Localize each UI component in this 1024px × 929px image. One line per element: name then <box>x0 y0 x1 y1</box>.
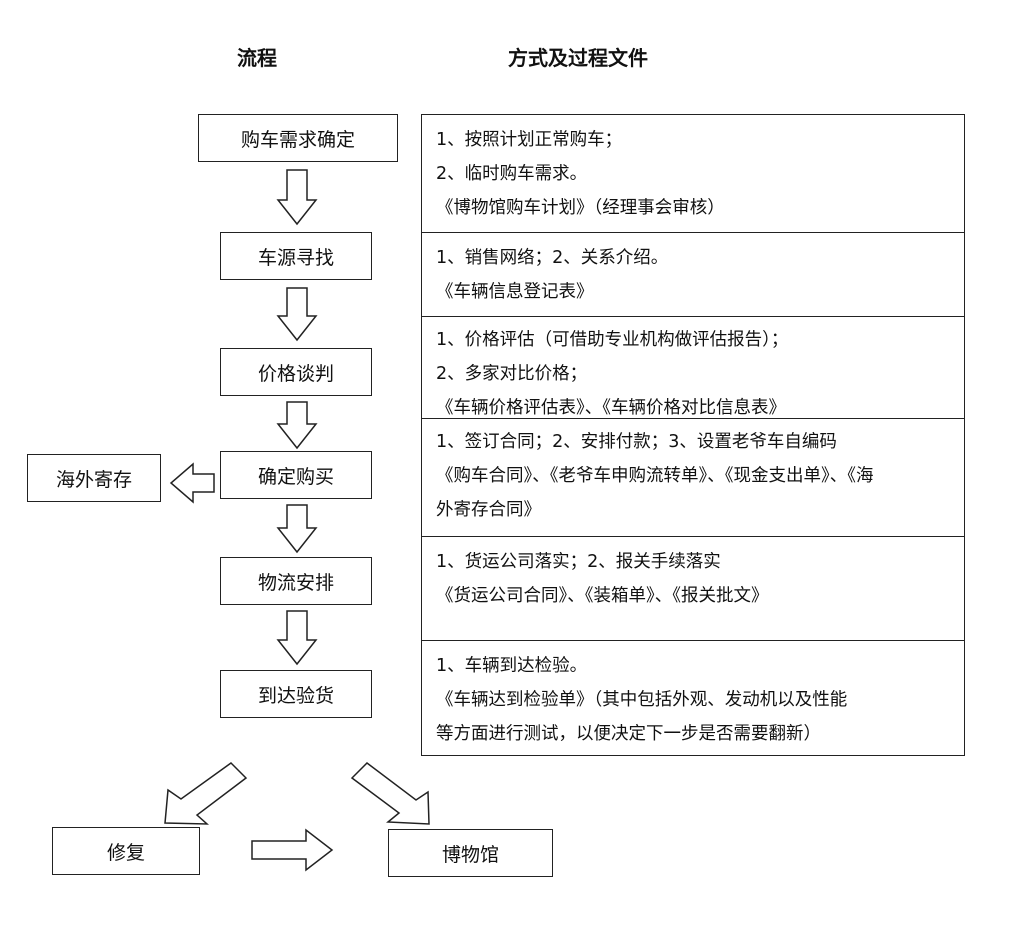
step-box-confirm-purchase: 确定购买 <box>220 451 372 499</box>
arrow-down-right-icon <box>350 762 430 825</box>
side-box-overseas-storage: 海外寄存 <box>27 454 161 502</box>
step-label: 到达验货 <box>257 684 334 707</box>
desc-line: 等方面进行测试，以便决定下一步是否需要翻新） <box>436 724 821 744</box>
desc-box-6: 1、车辆到达检验。 《车辆达到检验单》（其中包括外观、发动机以及性能 等方面进行… <box>421 640 965 756</box>
outcome-box-museum: 博物馆 <box>388 829 553 877</box>
arrow-down-left-icon <box>164 762 248 825</box>
desc-line: 1、车辆到达检验。 <box>436 656 588 676</box>
docs-header: 方式及过程文件 <box>508 46 648 70</box>
desc-box-1: 1、按照计划正常购车； 2、临时购车需求。 《博物馆购车计划》（经理事会审核） <box>421 114 965 234</box>
desc-box-4: 1、签订合同；2、安排付款；3、设置老爷车自编码 《购车合同》、《老爷车申购流转… <box>421 418 965 538</box>
desc-line: 1、按照计划正常购车； <box>436 130 623 150</box>
arrow-down-icon <box>276 610 318 666</box>
process-header: 流程 <box>237 46 277 70</box>
desc-box-2: 1、销售网络；2、关系介绍。 《车辆信息登记表》 <box>421 232 965 322</box>
desc-line: 1、货运公司落实；2、报关手续落实 <box>436 552 721 572</box>
desc-line: 《车辆价格评估表》、《车辆价格对比信息表》 <box>436 398 786 418</box>
step-label: 购车需求确定 <box>240 128 355 151</box>
desc-line: 《货运公司合同》、《装箱单》、《报关批文》 <box>436 586 769 606</box>
desc-line: 《车辆达到检验单》（其中包括外观、发动机以及性能 <box>436 690 848 710</box>
arrow-left-icon <box>169 462 215 504</box>
step-box-purchase-demand: 购车需求确定 <box>198 114 398 162</box>
step-label: 物流安排 <box>257 571 334 594</box>
arrow-down-icon <box>276 169 318 226</box>
step-box-logistics: 物流安排 <box>220 557 372 605</box>
desc-line: 《博物馆购车计划》（经理事会审核） <box>436 198 725 218</box>
desc-line: 1、签订合同；2、安排付款；3、设置老爷车自编码 <box>436 432 837 452</box>
step-box-price-negotiation: 价格谈判 <box>220 348 372 396</box>
arrow-down-icon <box>276 287 318 342</box>
arrow-down-icon <box>276 504 318 554</box>
desc-line: 2、多家对比价格； <box>436 364 588 384</box>
step-box-arrival-inspection: 到达验货 <box>220 670 372 718</box>
step-label: 确定购买 <box>257 465 334 488</box>
arrow-right-icon <box>251 828 334 872</box>
desc-line: 2、临时购车需求。 <box>436 164 588 184</box>
desc-box-3: 1、价格评估（可借助专业机构做评估报告）； 2、多家对比价格； 《车辆价格评估表… <box>421 316 965 420</box>
arrow-down-icon <box>276 401 318 450</box>
desc-line: 外寄存合同》 <box>436 500 541 520</box>
side-label: 海外寄存 <box>55 468 132 491</box>
desc-line: 1、销售网络；2、关系介绍。 <box>436 248 669 268</box>
desc-line: 《购车合同》、《老爷车申购流转单》、《现金支出单》、《海 <box>436 466 874 486</box>
outcome-box-repair: 修复 <box>52 827 200 875</box>
outcome-label: 博物馆 <box>441 843 499 866</box>
desc-box-5: 1、货运公司落实；2、报关手续落实 《货运公司合同》、《装箱单》、《报关批文》 <box>421 536 965 642</box>
desc-line: 1、价格评估（可借助专业机构做评估报告）； <box>436 330 789 350</box>
step-label: 价格谈判 <box>257 362 334 385</box>
step-box-source-search: 车源寻找 <box>220 232 372 280</box>
outcome-label: 修复 <box>106 841 145 864</box>
step-label: 车源寻找 <box>257 246 334 269</box>
desc-line: 《车辆信息登记表》 <box>436 282 594 302</box>
